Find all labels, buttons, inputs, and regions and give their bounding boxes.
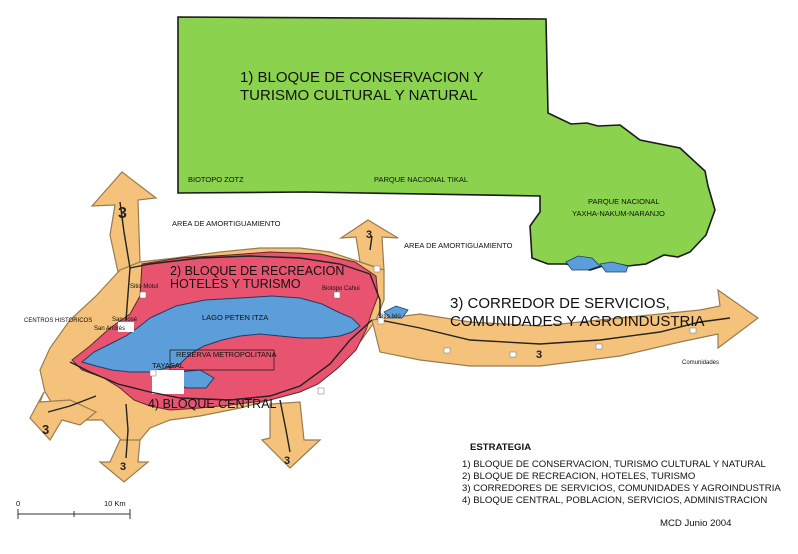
reserva-box	[169, 349, 275, 371]
arrow-number-north-west: 3	[118, 205, 127, 222]
arrow-number-east: 3	[536, 349, 542, 361]
legend-item-4: 4) BLOQUE CENTRAL, POBLACION, SERVICIOS,…	[462, 495, 767, 506]
lagoon-ixlu	[383, 305, 409, 319]
road-north-west	[119, 201, 131, 321]
marker-reserva	[317, 387, 325, 395]
block-2-label-line2: HOTELES Y TURISMO	[170, 277, 301, 291]
corridor-arrow-south-east	[260, 401, 322, 469]
marker-ixlu	[377, 317, 385, 325]
legend-item-2: 2) BLOQUE DE RECREACION, HOTELES, TURISM…	[462, 471, 695, 482]
marker-east-4	[689, 327, 697, 334]
block-3-label-line1: 3) CORREDOR DE SERVICIOS,	[450, 295, 670, 312]
marker-east-2	[509, 351, 517, 358]
label-biotopo-cahui: Biotopo Cahui	[322, 286, 360, 292]
legend-item-3: 3) CORREDORES DE SERVICIOS, COMUNIDADES …	[462, 483, 781, 494]
label-centros: CENTROS HISTORICOS	[24, 318, 92, 324]
block-4-label: 4) BLOQUE CENTRAL	[148, 397, 277, 411]
corridor-arrow-north-west	[90, 171, 158, 273]
block-1-label-line1: 1) BLOQUE DE CONSERVACION Y	[240, 69, 483, 86]
legend-title: ESTRATEGIA	[470, 442, 531, 453]
tayasal-patch	[152, 370, 184, 394]
scale-end: 10 Km	[104, 499, 126, 508]
legend: ESTRATEGIA 1) BLOQUE DE CONSERVACION, TU…	[462, 442, 781, 506]
label-san-jose: San José	[112, 317, 138, 323]
scale-bar: 0 10 Km	[16, 499, 131, 519]
label-biotopo-zotz: BIOTOPO ZOTZ	[188, 175, 244, 184]
road-south	[125, 403, 129, 459]
road-north	[369, 235, 373, 251]
label-amortiguamiento-left: AREA DE AMORTIGUAMIENTO	[172, 219, 281, 228]
label-san-andres: San Andrés	[94, 326, 125, 332]
roads	[47, 201, 731, 459]
marker-east-1	[443, 347, 451, 354]
arrow-number-north: 3	[366, 229, 372, 241]
label-sitio-ixlu: Sitio Ixlú	[378, 314, 401, 320]
block-2-label-line1: 2) BLOQUE DE RECREACION	[170, 264, 344, 278]
label-tikal: PARQUE NACIONAL TIKAL	[374, 175, 468, 184]
marker-tayasal	[149, 369, 157, 377]
lagoon-yaxha-east	[599, 261, 629, 273]
label-comunidades: Comunidades	[682, 360, 719, 366]
scale-start: 0	[16, 499, 20, 508]
marker-cahui	[333, 291, 341, 299]
arrow-number-south-west: 3	[42, 422, 49, 437]
block-1-label-line2: TURISMO CULTURAL Y NATURAL	[240, 87, 478, 104]
centros-patch	[118, 322, 134, 332]
corridor-arrow-east	[371, 288, 760, 367]
label-tayasal: TAYASAL	[152, 361, 184, 370]
road-lake-loop	[69, 319, 373, 401]
road-south-west	[47, 395, 97, 413]
label-lago: LAGO PETEN ITZA	[202, 313, 268, 322]
lake-peten-itza	[80, 295, 361, 373]
road-east	[379, 317, 731, 345]
label-reserva: RESERVA METROPOLITANA	[176, 350, 276, 359]
marker-motul	[139, 291, 147, 299]
corridor-arrow-north	[338, 219, 399, 271]
corridor-arrow-south	[98, 439, 150, 483]
road-north-shore	[129, 255, 381, 320]
label-sitio-motul: Sitio Motul	[130, 284, 158, 290]
corridor-arrow-south-west	[29, 391, 98, 442]
lagoon-yaxha-west	[565, 255, 601, 271]
block-3-label-line2: COMUNIDADES Y AGROINDUSTRIA	[450, 313, 705, 330]
road-south-east	[279, 399, 291, 453]
site-markers	[139, 265, 697, 395]
marker-east-3	[595, 343, 603, 350]
arrow-number-south-east: 3	[284, 455, 290, 467]
credit: MCD Junio 2004	[660, 518, 732, 529]
legend-item-1: 1) BLOQUE DE CONSERVACION, TURISMO CULTU…	[462, 459, 767, 470]
arrow-number-south: 3	[120, 461, 126, 473]
label-yaxha-line1: PARQUE NACIONAL	[588, 197, 660, 206]
marker-tikal	[373, 265, 381, 273]
conservation-block	[177, 16, 716, 271]
label-amortiguamiento-right: AREA DE AMORTIGUAMIENTO	[404, 241, 513, 250]
label-yaxha-line2: YAXHA-NAKUM-NARANJO	[572, 209, 665, 218]
